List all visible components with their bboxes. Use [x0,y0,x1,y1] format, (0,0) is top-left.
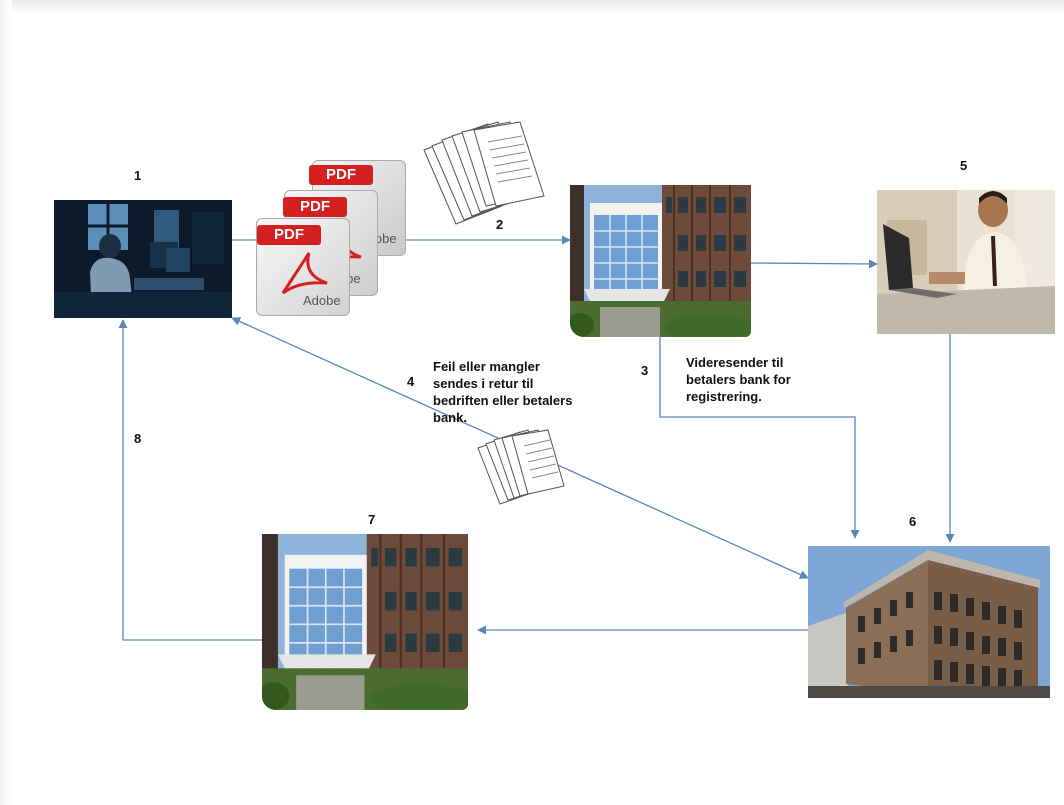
caption-line: registrering. [686,389,762,404]
pdf-badge: PDF [283,197,347,217]
window-top-shadow [0,0,1064,14]
caption-line: bedriften eller betalers [433,393,573,408]
step-4-label: 4 [407,374,415,389]
step-6-label: 6 [909,514,917,529]
step-4-caption: Feil eller mangler sendes i retur til be… [433,358,572,426]
adobe-label: Adobe [303,293,341,308]
pdf-files-icon: PDF Adobe PDF Adobe PDF Adobe [256,156,412,318]
step-3-label: 3 [641,363,649,378]
arrow-7-to-1 [118,319,262,641]
step-8-label: 8 [134,431,142,446]
window-left-shadow [0,0,12,805]
office-worker-image [54,200,232,318]
caption-line: sendes i retur til [433,376,534,391]
step-5-label: 5 [960,158,968,173]
caption-line: Feil eller mangler [433,359,540,374]
arrow-2-to-5 [750,259,878,269]
pdf-badge: PDF [309,165,373,185]
caption-line: bank. [433,410,467,425]
step-2-label: 2 [496,217,504,232]
pdf-icon: PDF Adobe [256,218,350,316]
man-with-laptop-image [877,190,1055,334]
step-3-caption: Videresender til betalers bank for regis… [686,354,791,405]
step-1-label: 1 [134,168,142,183]
caption-line: Videresender til [686,355,784,370]
acrobat-logo-icon [281,252,328,295]
step-7-label: 7 [368,512,376,527]
pdf-badge: PDF [257,225,321,245]
caption-line: betalers bank for [686,372,791,387]
bank-building-image [808,546,1050,698]
company-building-image [570,185,751,337]
